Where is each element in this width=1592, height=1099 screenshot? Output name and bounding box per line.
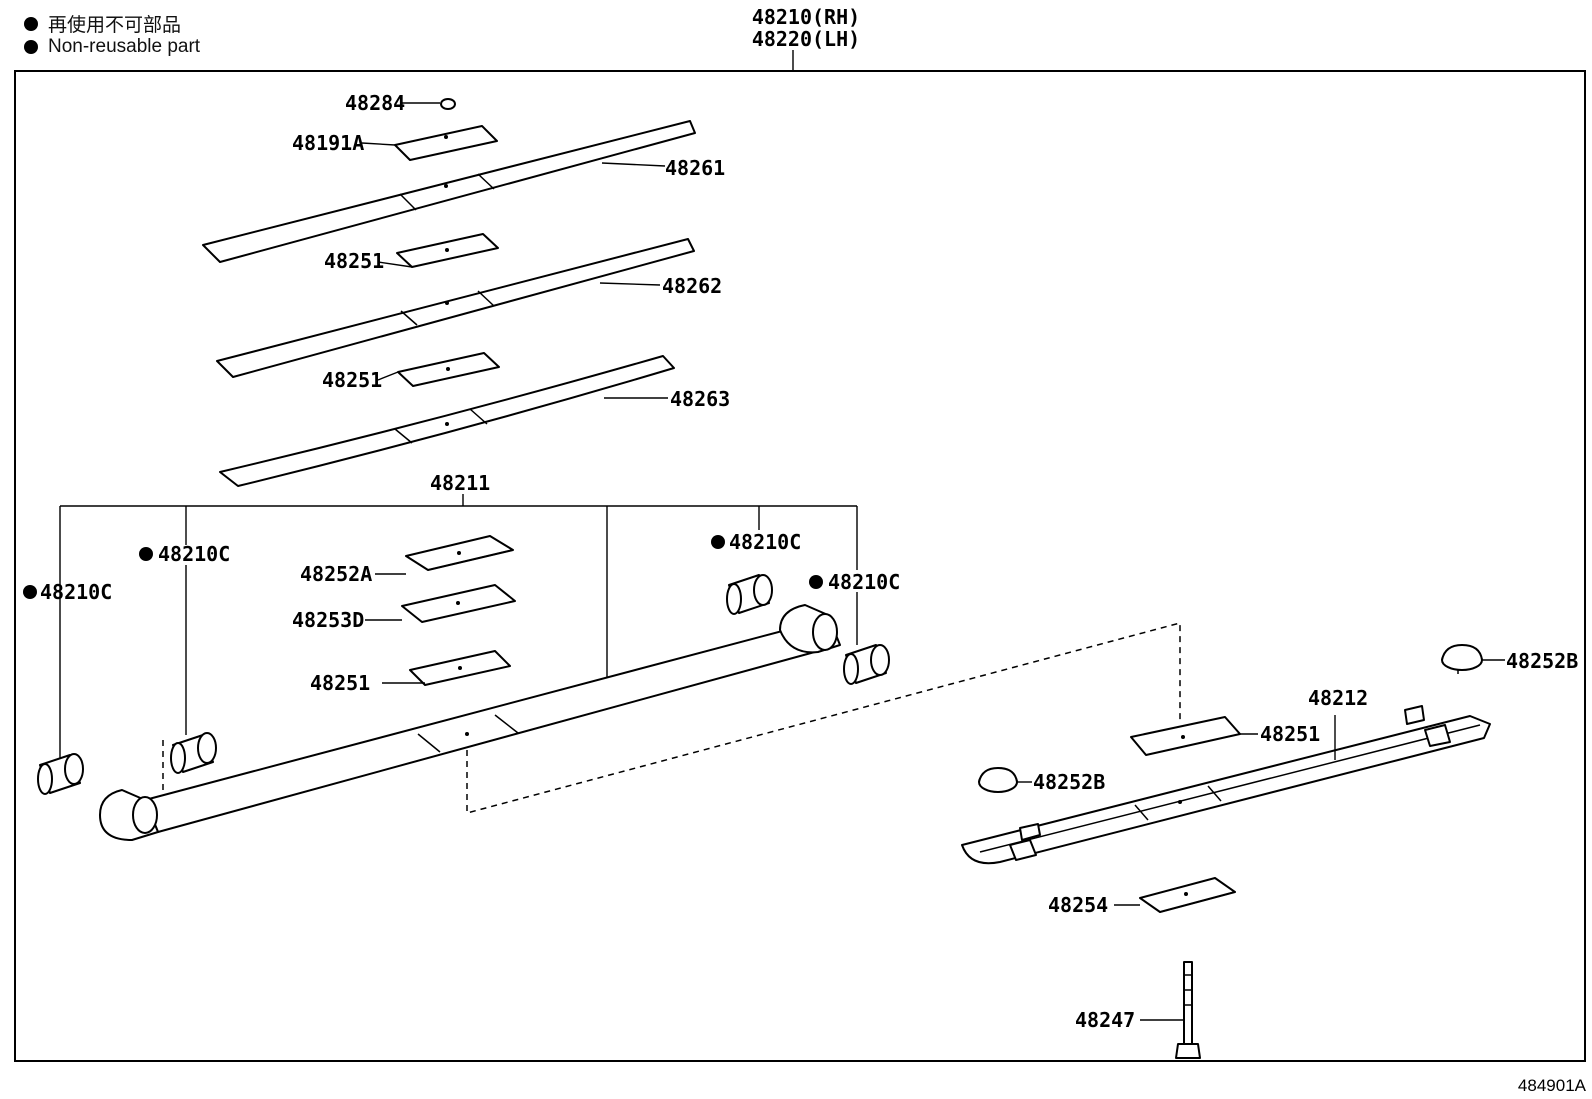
assembly-frame: [14, 70, 1586, 1062]
callout-48210c-1: 48210C: [40, 580, 112, 604]
non-reusable-marker-icon: [23, 585, 37, 599]
non-reusable-marker-icon: [809, 575, 823, 589]
spring-leaf-48262: 48262: [216, 238, 722, 378]
bushing-48210c-right-outer: [843, 644, 890, 685]
callout-48247: 48247: [1075, 1008, 1135, 1032]
callout-48252b-1: 48252B: [1506, 649, 1578, 673]
group-bracket-48211: 48211: [59, 471, 858, 760]
bushing-label-48210c-4: 48210C: [809, 570, 900, 594]
assembly-label-lh: 48220(LH): [752, 27, 860, 51]
overload-leaf-48212: 48212: [961, 686, 1491, 865]
assembly-label-rh: 48210(RH): [752, 5, 860, 29]
spring-leaf-48263: 48263: [219, 355, 730, 487]
non-reusable-marker-icon: [24, 16, 38, 31]
pad-48252a: 48252A: [300, 535, 514, 586]
callout-48251-d: 48251: [1260, 722, 1320, 746]
legend-text-jp: 再使用不可部品: [48, 15, 182, 36]
callout-48210c-3: 48210C: [729, 530, 801, 554]
bushing-48210c-left-inner: [162, 732, 217, 810]
callout-48254: 48254: [1048, 893, 1108, 917]
pad-48251-b: 48251: [322, 352, 500, 392]
bushing-48210c-right-inner: [726, 574, 773, 615]
spacer-48191a: 48191A: [292, 125, 498, 161]
callout-48191a: 48191A: [292, 131, 364, 155]
pad-48251-a: 48251: [324, 233, 499, 273]
non-reusable-marker-icon: [24, 40, 38, 54]
non-reusable-marker-icon: [711, 535, 725, 549]
center-bolt-48247: 48247: [1075, 961, 1201, 1059]
legend-text-en: Non-reusable part: [48, 36, 201, 57]
bushing-label-48210c-3: 48210C: [711, 530, 801, 554]
callout-48252a: 48252A: [300, 562, 372, 586]
callout-48211: 48211: [430, 471, 490, 495]
pad-48251-c: 48251: [310, 650, 511, 695]
callout-48253d: 48253D: [292, 608, 364, 632]
callout-48284: 48284: [345, 91, 405, 115]
callout-48263: 48263: [670, 387, 730, 411]
callout-48252b-2: 48252B: [1033, 770, 1105, 794]
non-reusable-marker-icon: [139, 547, 153, 561]
callout-48251-c: 48251: [310, 671, 370, 695]
callout-48261: 48261: [665, 156, 725, 180]
bushing-label-48210c-2: 48210C: [139, 542, 230, 566]
bushing-48210c-left-outer: [37, 753, 84, 795]
callout-48251-a: 48251: [324, 249, 384, 273]
main-spring-leaf-48211: [99, 604, 841, 841]
pad-48251-d: 48251: [1130, 716, 1320, 756]
bushing-label-48210c-1: 48210C: [23, 580, 112, 604]
callout-48251-b: 48251: [322, 368, 382, 392]
plate-48254: 48254: [1048, 877, 1236, 917]
figure-code: 484901A: [1518, 1076, 1587, 1095]
legend-non-reusable-en: Non-reusable part: [24, 36, 200, 58]
pad-48253d: 48253D: [292, 584, 516, 632]
legend-non-reusable-jp: 再使用不可部品: [24, 10, 181, 37]
callout-48212: 48212: [1308, 686, 1368, 710]
callout-48262: 48262: [662, 274, 722, 298]
callout-48210c-2: 48210C: [158, 542, 230, 566]
cap-48252b-upper: 48252B: [1441, 644, 1578, 674]
callout-48210c-4: 48210C: [828, 570, 900, 594]
alignment-dashed-line: [466, 622, 1181, 814]
cap-48252b-lower: 48252B: [978, 767, 1105, 794]
nut-48284: 48284: [345, 91, 456, 115]
spring-leaf-48261: 48261: [202, 120, 725, 263]
